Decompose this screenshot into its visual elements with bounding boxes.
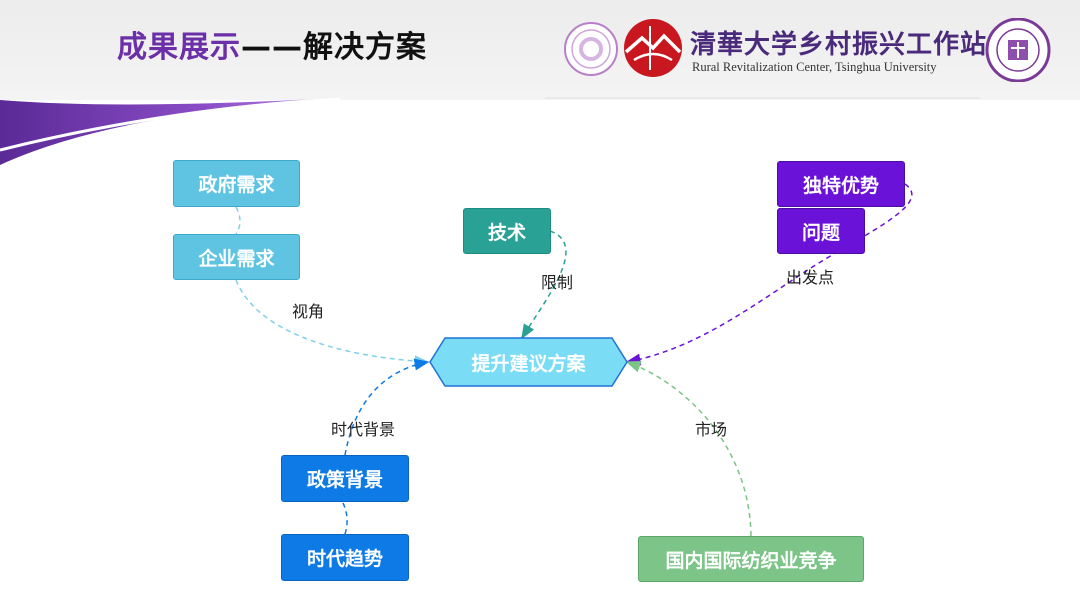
brand-name-en: Rural Revitalization Center, Tsinghua Un… [692, 60, 937, 74]
tsinghua-seal-icon [985, 18, 1051, 82]
brand-name-cn: 清華大学乡村振兴工作站 [690, 30, 988, 60]
purple-swoosh [0, 98, 338, 165]
node-problem: 问题 [777, 208, 865, 254]
connector-gov-ent [235, 206, 241, 235]
brand-header: 清華大学乡村振兴工作站 Rural Revitalization Center,… [562, 18, 1072, 82]
title-main: 成果展示 [117, 30, 241, 65]
label-limit: 限制 [541, 273, 574, 292]
rural-center-logo-icon [624, 19, 682, 77]
node-unique-advantage: 独特优势 [777, 161, 905, 207]
page-title: 成果展示——解决方案 [117, 22, 427, 66]
connector-limit [521, 230, 567, 340]
header-band [0, 0, 1080, 100]
title-sub: 解决方案 [303, 30, 427, 65]
label-starting-point: 出发点 [786, 268, 835, 287]
connector-era-main [344, 358, 430, 456]
title-dash: —— [241, 30, 303, 65]
seal-left-icon [564, 22, 618, 76]
node-tech: 技术 [463, 208, 551, 254]
label-perspective: 视角 [292, 302, 325, 321]
connector-era-background [342, 502, 348, 535]
node-textile-competition: 国内国际纺织业竞争 [638, 536, 864, 582]
connector-starting-point [625, 183, 913, 366]
node-era-trend: 时代趋势 [281, 534, 409, 581]
label-market: 市场 [695, 420, 728, 439]
node-gov-demand: 政府需求 [173, 160, 300, 207]
connector-perspective [235, 279, 430, 368]
center-node-label: 提升建议方案 [471, 352, 586, 375]
node-ent-demand: 企业需求 [173, 234, 300, 280]
node-policy-background: 政策背景 [281, 455, 409, 502]
label-era-background: 时代背景 [331, 420, 396, 439]
connector-market [625, 361, 752, 537]
center-node-shape [429, 337, 628, 387]
